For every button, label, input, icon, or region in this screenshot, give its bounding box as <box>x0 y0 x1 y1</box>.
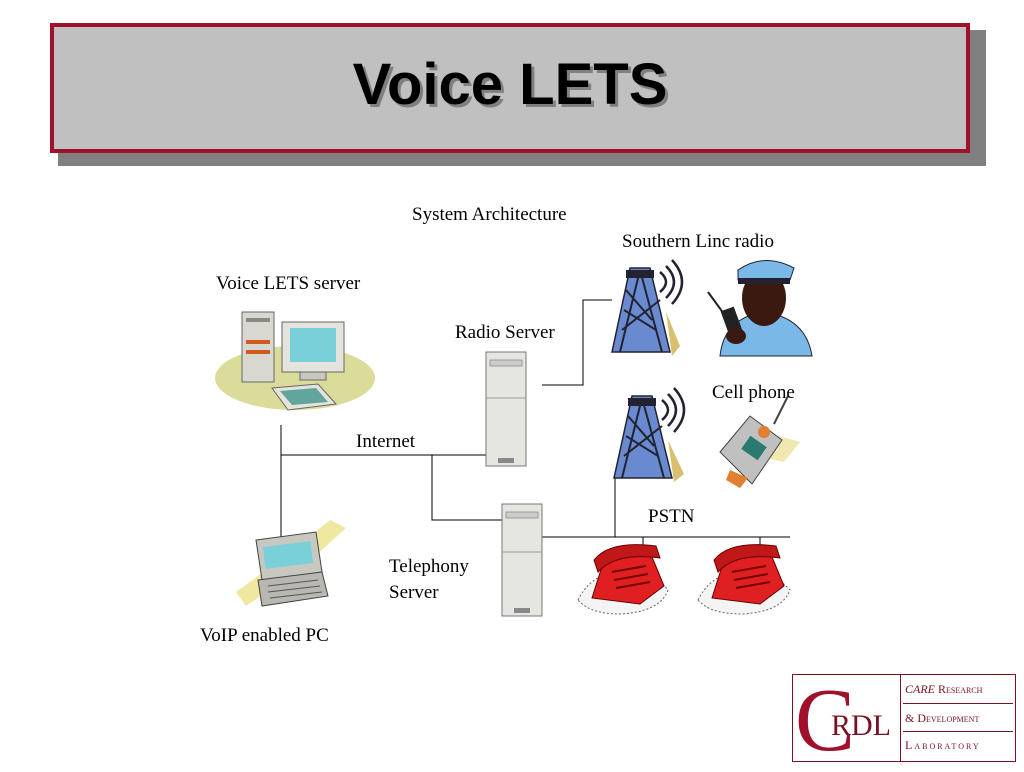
telephony-server-label-line1: Telephony <box>389 556 469 577</box>
logo-line-development: & Development <box>905 711 980 725</box>
desktop-computer-icon <box>215 311 375 411</box>
diagram-subtitle: System Architecture <box>412 204 567 225</box>
radio-tower-icon <box>611 259 684 356</box>
title-box: Voice LETS <box>50 23 970 153</box>
internet-label: Internet <box>356 431 416 452</box>
logo-line-care-research: CARE Research <box>905 682 1013 697</box>
logo-letters-rdl: RDL <box>831 709 891 742</box>
voice-lets-server-label: Voice LETS server <box>216 273 361 294</box>
connection-lines <box>280 299 790 552</box>
cell-phone-icon <box>719 395 800 488</box>
cell-phone-label: Cell phone <box>712 382 795 403</box>
telephone-icon <box>697 544 791 615</box>
laptop-icon <box>236 520 346 607</box>
logo-line-laboratory: Laboratory <box>905 738 981 752</box>
pstn-label: PSTN <box>648 506 695 527</box>
police-officer-icon <box>707 260 813 357</box>
logo-divider <box>903 731 1013 732</box>
logo-divider <box>903 703 1013 704</box>
logo-research-text: Research <box>935 682 983 696</box>
southern-linc-radio-label: Southern Linc radio <box>622 231 774 252</box>
telephony-server-label-line2: Server <box>389 582 439 603</box>
page-title: Voice LETS <box>352 52 668 117</box>
voip-pc-label: VoIP enabled PC <box>200 625 329 646</box>
logo-care-text: CARE <box>905 682 935 696</box>
crdl-logo: C RDL CARE Research & Development Labora… <box>792 671 1016 770</box>
logo-monogram: C RDL <box>793 671 901 770</box>
logo-letter-c: C <box>795 671 856 770</box>
radio-server-label: Radio Server <box>455 322 555 343</box>
radio-tower-icon <box>613 387 686 482</box>
server-tower-icon <box>501 503 543 617</box>
server-tower-icon <box>485 351 527 467</box>
telephone-icon <box>577 544 669 615</box>
